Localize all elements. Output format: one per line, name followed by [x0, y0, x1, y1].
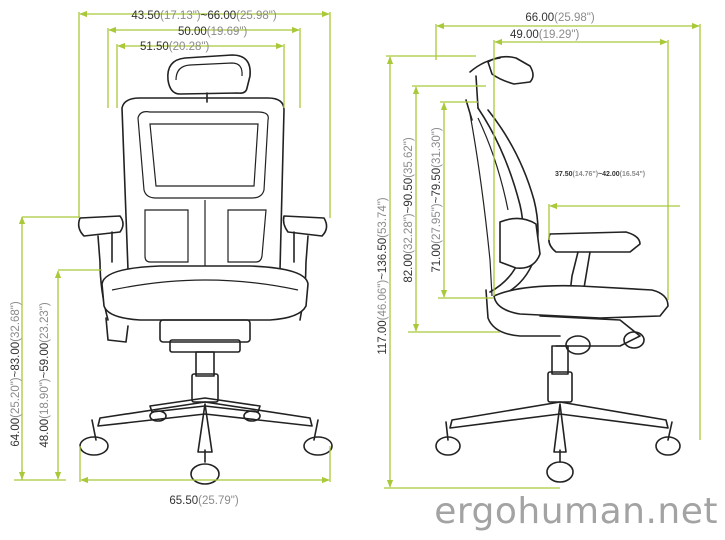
side-view-chair: [435, 55, 681, 483]
front-view-chair: [77, 54, 333, 485]
dimension-lines-front: [14, 10, 331, 484]
dimension-lines-side: [384, 22, 701, 489]
arm-reach-label: 37.50(14.76")~42.00(16.54"): [555, 171, 645, 178]
headrest-width-label: 51.50(20.28"): [140, 41, 209, 53]
back-height-label: 82.00(32.28")~90.50(35.62"): [403, 137, 415, 283]
seat-depth-label: 49.00(19.29"): [510, 29, 579, 41]
armrest-height-label: 64.00(25.20")~83.00(32.68"): [10, 301, 22, 447]
back-width-label: 50.00(19.69"): [178, 26, 247, 38]
depth-label: 66.00(25.98"): [525, 12, 594, 24]
overall-height-label: 117.00(46.06")~136.50(53.74"): [377, 197, 389, 354]
base-width-label: 65.50(25.79"): [169, 495, 238, 507]
brand-watermark: ergohuman.net: [434, 491, 718, 532]
overall-width-label: 43.50(17.13")~66.00(25.98"): [131, 10, 277, 22]
seat-height-label: 48.00(18.90")~59.00(23.23"): [39, 302, 51, 448]
backrest-height-label: 71.00(27.95")~79.50(31.30"): [431, 127, 443, 273]
